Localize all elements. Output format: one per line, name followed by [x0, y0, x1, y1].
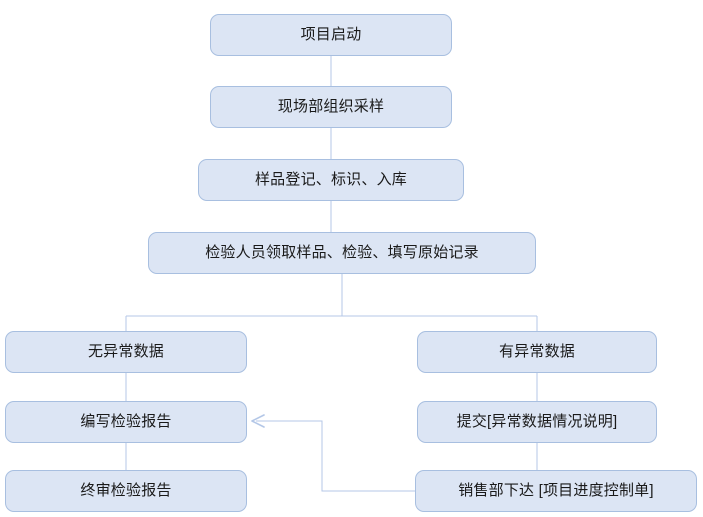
node-submit-abnormal-data-explanation[interactable]: 提交[异常数据情况说明] — [417, 401, 657, 443]
node-label: 无异常数据 — [87, 342, 164, 360]
node-label: 终审检验报告 — [80, 481, 172, 499]
node-label: 检验人员领取样品、检验、填写原始记录 — [205, 243, 479, 261]
node-label: 样品登记、标识、入库 — [254, 170, 407, 188]
node-project-start[interactable]: 项目启动 — [210, 14, 452, 56]
node-label: 销售部下达 [项目进度控制单] — [458, 481, 654, 499]
node-label: 项目启动 — [300, 25, 362, 43]
node-no-abnormal-data[interactable]: 无异常数据 — [5, 331, 247, 373]
feedback-arrowhead-icon — [251, 414, 265, 428]
node-sales-dept-issue-progress-control[interactable]: 销售部下达 [项目进度控制单] — [415, 470, 697, 512]
node-label: 现场部组织采样 — [277, 97, 385, 115]
node-label: 编写检验报告 — [80, 412, 172, 430]
connector-feedback-path — [256, 420, 415, 492]
node-final-review-report[interactable]: 终审检验报告 — [5, 470, 247, 512]
node-field-dept-sampling[interactable]: 现场部组织采样 — [210, 86, 452, 128]
node-label: 提交[异常数据情况说明] — [456, 412, 618, 430]
node-write-inspection-report[interactable]: 编写检验报告 — [5, 401, 247, 443]
node-label: 有异常数据 — [498, 342, 575, 360]
node-has-abnormal-data[interactable]: 有异常数据 — [417, 331, 657, 373]
node-inspector-collect-test-record[interactable]: 检验人员领取样品、检验、填写原始记录 — [148, 232, 536, 274]
node-sample-registration[interactable]: 样品登记、标识、入库 — [198, 159, 464, 201]
